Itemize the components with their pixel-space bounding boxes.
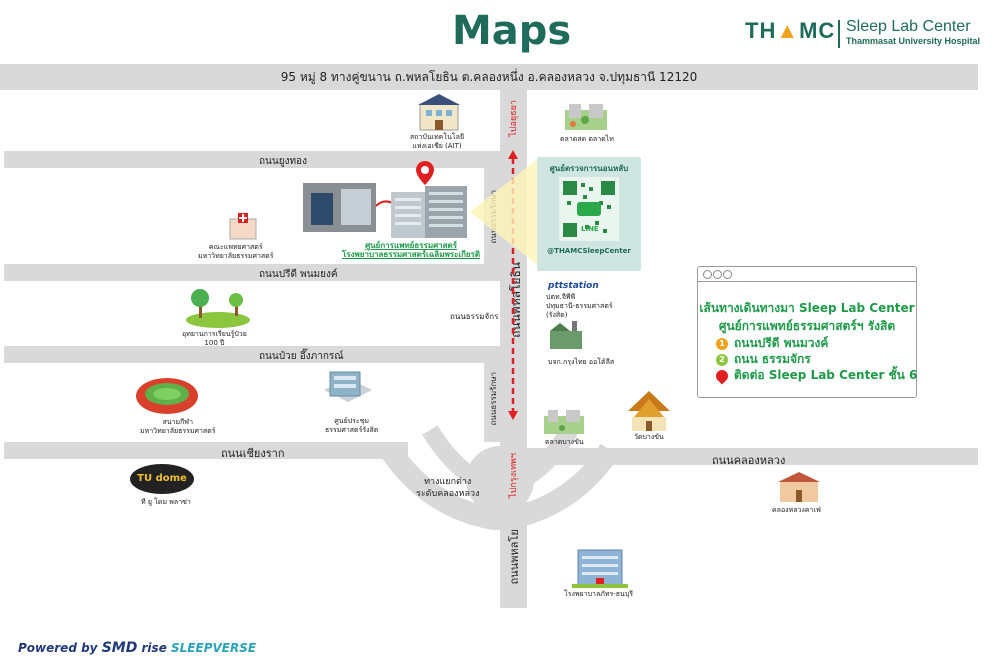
hospital-building-2-icon (572, 549, 628, 588)
place-temple: วัดบางขัน (634, 433, 664, 441)
road-puey (4, 346, 500, 363)
direction-north: ไปอยุธยา (509, 100, 519, 137)
place-market-south: ตลาดบางขัน (545, 438, 584, 446)
lobby-photo (303, 183, 376, 232)
market-icon (565, 104, 607, 130)
route-step-3: ติดต่อ Sleep Lab Center ชั้น 6 (713, 366, 917, 385)
ptt-logo: pttstation (548, 281, 599, 291)
place-ptt: ปตท.จีพีพีปทุมธานี-ธรรมศาสตร์(รังสิต) (546, 293, 613, 319)
road-chiangrak (4, 442, 408, 459)
pin-icon (713, 367, 731, 384)
road-label-thammarak: ถนนธรรมจักร (450, 312, 499, 321)
address-text: 95 หมู่ 8 ทางคู่ขนาน ถ.พหลโยธิน ต.คลองหน… (280, 70, 698, 84)
place-medicine: คณะแพทยศาสตร์มหาวิทยาลัยธรรมศาสตร์ (198, 243, 274, 260)
place-tudome: ที ยู โดม พลาซ่า (141, 498, 191, 506)
place-market-north: ตลาดสด ตลาดไท (560, 135, 614, 143)
road-label-klongluang: ถนนคลองหลวง (712, 454, 786, 467)
tudome-logo: TU dome (130, 464, 194, 494)
footer-powered-by: Powered by SMD rise SLEEPVERSE (18, 640, 257, 656)
road-yukong (4, 151, 500, 168)
place-stadium: สนามกีฬามหาวิทยาลัยธรรมศาสตร์ (140, 418, 216, 435)
window-dot-icon (713, 270, 722, 279)
hospital-icon (229, 213, 257, 240)
place-ait: สถาบันเทคโนโลยีแห่งเอเชีย (AIT) (410, 133, 465, 150)
temple-icon (628, 391, 670, 431)
road-label-chiangrak: ถนนเชียงราก (221, 447, 285, 460)
convention-icon (324, 371, 372, 402)
window-dot-icon (723, 270, 732, 279)
market-south-icon (544, 410, 584, 434)
road-label-yukong: ถนนยูงทอง (259, 156, 307, 167)
park-icon (186, 289, 250, 328)
place-interchange: ทางแยกต่างระดับคลองหลวง (416, 477, 480, 499)
brand-name: Sleep Lab Center (846, 18, 971, 35)
route-info-panel: เส้นทางเดินทางมา Sleep Lab Center ศูนย์ก… (697, 266, 917, 398)
address-road (0, 64, 978, 90)
place-convention: ศูนย์ประชุมธรรมศาสตร์รังสิต (325, 417, 379, 434)
qr-code-icon (559, 177, 619, 241)
brand-subtitle: Thammasat University Hospital (846, 36, 981, 46)
qr-title: ศูนย์ตรวจการนอนหลับ (549, 164, 629, 173)
triangle-icon: ▲ (776, 18, 800, 43)
page-title: Maps (452, 8, 572, 54)
place-klongluang-cafe: คลองหลวงคาเฟ่ (772, 506, 821, 514)
line-label: LINE (581, 225, 599, 233)
direction-south: ไปกรุงเทพฯ (509, 453, 519, 498)
building-icon (418, 94, 460, 131)
road-thammarak-lower (484, 363, 500, 442)
road-preedee (4, 264, 500, 281)
place-patraphat: โรงพยาบาลภัทร-ธนบุรี (564, 590, 634, 598)
interchange-graphic (380, 425, 620, 530)
factory-icon (550, 321, 582, 349)
panel-titlebar (698, 267, 916, 282)
place-krungthai: บจก.กรุงไทย ออโต้ลีส (548, 358, 615, 366)
route-title-1: เส้นทางเดินทางมา Sleep Lab Center (699, 301, 915, 315)
brand-logo: TH▲MC Sleep Lab Center Thammasat Univers… (745, 18, 981, 48)
place-hospital-center: ศูนย์การแพทย์ธรรมศาสตร์โรงพยาบาลธรรมศาสต… (342, 241, 481, 259)
highlight-beam (470, 157, 540, 267)
road-label-puey: ถนนป๋วย อึ๊งภากรณ์ (259, 351, 344, 362)
cafe-icon (778, 472, 820, 502)
stadium-icon (136, 378, 198, 414)
line-qr-card[interactable]: ศูนย์ตรวจการนอนหลับ LINE @THAMCSleepCent… (537, 157, 641, 271)
qr-handle: @THAMCSleepCenter (547, 247, 631, 255)
location-pin-icon (416, 161, 434, 185)
route-title-2: ศูนย์การแพทย์ธรรมศาสตร์ฯ รังสิต (718, 319, 896, 333)
road-label-preedee: ถนนปรีดี พนมยงค์ (259, 269, 338, 280)
road-klongluang (527, 448, 978, 465)
hospital-building-icon (391, 186, 467, 238)
window-dot-icon (703, 270, 712, 279)
